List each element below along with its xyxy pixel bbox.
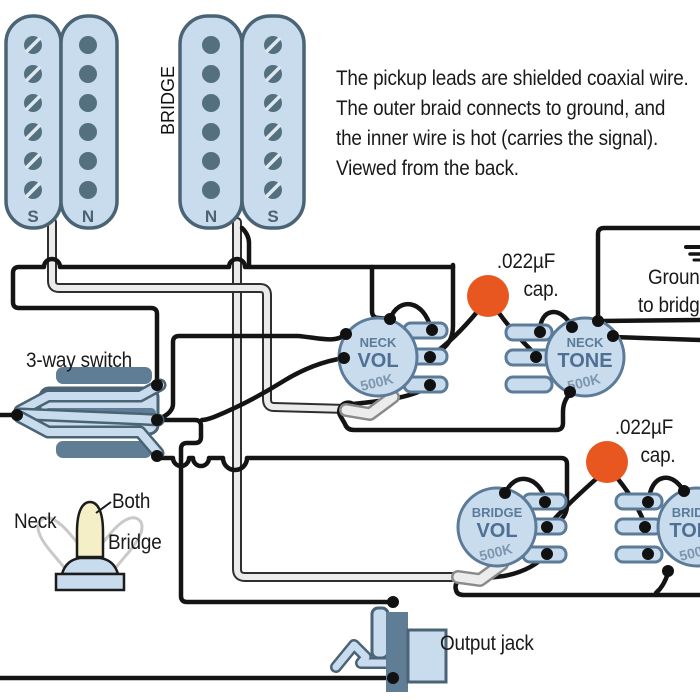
necktone-value: 500K: [566, 370, 602, 394]
output-jack-label: Output jack: [440, 632, 534, 655]
neck-tone-pot: NECK TONE 500K: [504, 316, 626, 398]
tip-socket: [60, 556, 120, 576]
pickup-poles: [24, 36, 282, 199]
bridgetone-lug-1: [614, 492, 664, 511]
note-line-4: Viewed from the back.: [336, 157, 519, 180]
wire-run-b-branch: [156, 332, 348, 422]
three-way-switch-label: 3-way switch: [26, 349, 133, 372]
neckvol-name: NECK: [360, 335, 397, 350]
bridgetone-value: 500K: [678, 540, 700, 564]
wire-run-c: [154, 455, 570, 530]
neck-coil-n-label: N: [82, 207, 94, 226]
neck-coil-s-label: S: [27, 207, 38, 226]
cap1-word-label: cap.: [523, 278, 559, 301]
braid-neck-core: [49, 219, 350, 412]
solder-dots: [11, 313, 690, 684]
necktone-name: NECK: [567, 335, 604, 350]
switch-bottom-bar: [56, 441, 152, 458]
switch-both-label: Both: [112, 490, 151, 513]
wire-bridge-hot: [239, 225, 252, 269]
bridgevol-type: VOL: [476, 520, 517, 542]
ground-symbol: [684, 245, 700, 262]
bridge-volume-pot: BRIDGE VOL 500K: [456, 486, 568, 568]
pot-tabs: [339, 390, 509, 587]
bridgevol-body: [456, 486, 538, 568]
neck-tone-capacitor: [467, 275, 509, 317]
switch-tip-illustration: [36, 500, 144, 592]
neck-pickup: [4, 14, 119, 230]
jack-body: [406, 628, 448, 684]
cap2-value-label: .022µF: [614, 416, 674, 439]
wire-necktone-stub: [610, 334, 700, 343]
ground-label-1: Ground: [648, 266, 700, 289]
bridgetone-body: [656, 486, 700, 568]
braid-bridge-core: [234, 219, 465, 580]
wire-necktone-ground-up: [595, 225, 700, 322]
note-line-3: the inner wire is hot (carries the signa…: [336, 127, 659, 150]
switch-tip: [75, 500, 105, 562]
wire-run-e: [337, 383, 573, 433]
bridgevol-name: BRIDGE: [472, 505, 523, 520]
necktone-body: [544, 316, 626, 398]
jack-plate: [386, 612, 408, 692]
necktone-type: TONE: [557, 350, 612, 372]
jack-tab: [370, 606, 390, 660]
wire-run-a-casing-branch: [369, 264, 392, 322]
wire-run-a: [10, 256, 456, 386]
tip-base: [54, 572, 126, 592]
pickup-coil-labels: S N N S: [27, 207, 278, 226]
braid-wires: [47, 217, 467, 582]
wire-run-b: [154, 417, 394, 605]
bridge-coil-s-label: S: [267, 207, 278, 226]
neckvol-value: 500K: [359, 370, 395, 394]
bridgetone-name: BRIDGE: [672, 505, 700, 520]
switch-bridge-label: Bridge: [108, 531, 162, 554]
ground-label-2: to bridge: [638, 294, 700, 317]
neck-volume-pot: NECK VOL 500K: [337, 316, 449, 398]
both-pointer-line: [95, 501, 112, 514]
bridgetone-type: TONE: [669, 520, 700, 542]
switch-neck-label: Neck: [14, 510, 57, 533]
necktone-lug-3: [504, 375, 554, 394]
three-way-switch: [13, 367, 167, 460]
bridge-coil-n-label: N: [205, 207, 217, 226]
bridge-tone-capacitor: [586, 441, 628, 483]
note-line-1: The pickup leads are shielded coaxial wi…: [336, 67, 689, 90]
bridgetone-lug-2: [614, 517, 664, 536]
bridgetone-lug-3: [614, 545, 664, 564]
wire-necktone-ground-right: [597, 317, 700, 324]
bridge-pickup: [178, 14, 306, 230]
bridgevol-value: 500K: [478, 540, 514, 564]
bridge-pickup-screw-coil: [240, 14, 306, 230]
cap1-value-label: .022µF: [496, 250, 556, 273]
neckvol-type: VOL: [357, 350, 398, 372]
bridge-tone-pot: BRIDGE TONE 500K: [614, 486, 700, 568]
wire-casing-left-2: [199, 355, 347, 423]
neck-pickup-slug-coil: [59, 14, 119, 230]
switch-top-bar: [56, 367, 152, 384]
cap2-word-label: cap.: [640, 444, 676, 467]
bridge-pickup-label: BRIDGE: [158, 66, 178, 135]
note-line-2: The outer braid connects to ground, and: [336, 97, 666, 120]
output-jack: [330, 606, 448, 692]
